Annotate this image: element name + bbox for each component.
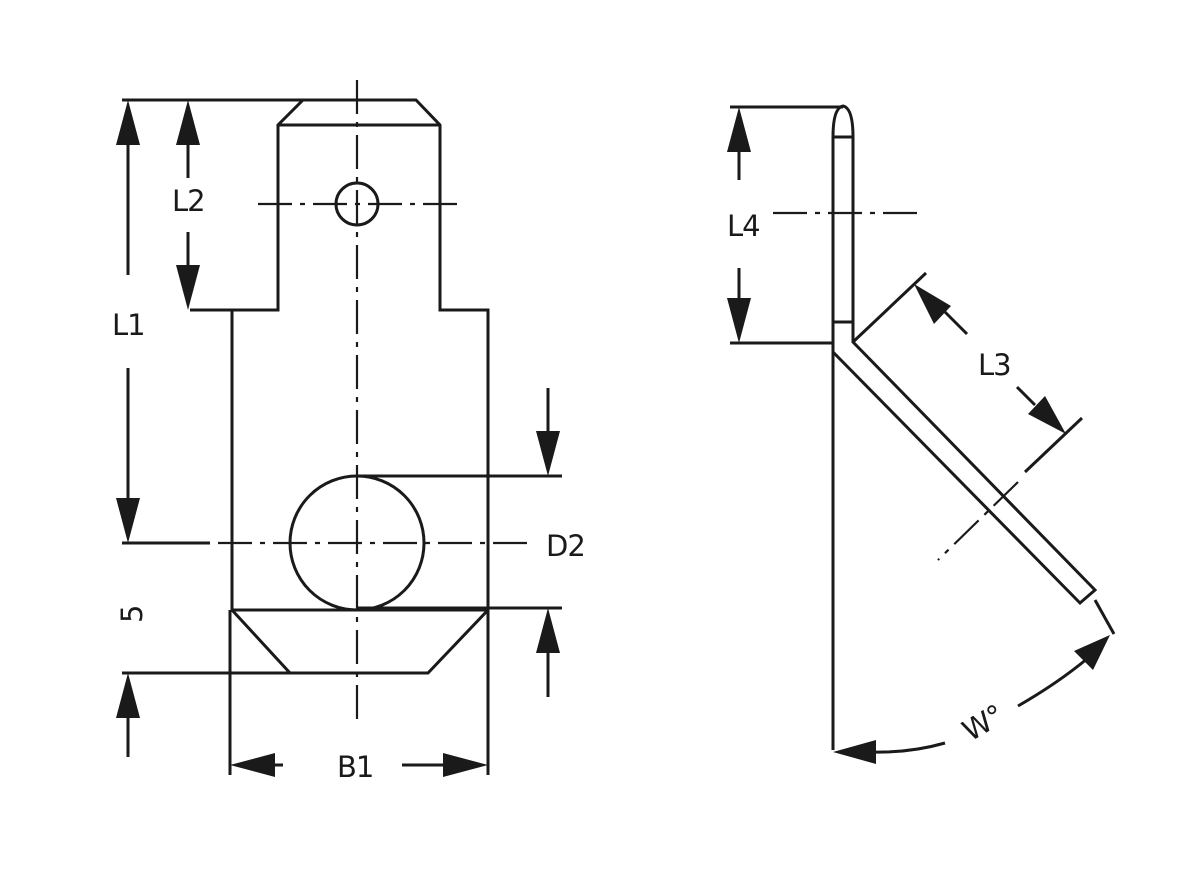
- l3-end-extension-line: [1023, 416, 1084, 474]
- w-extension-line: [1093, 599, 1116, 635]
- l2-bottom-arrow: [176, 265, 200, 310]
- w-right-arrow: [1074, 635, 1110, 670]
- w-left-arrow: [833, 740, 876, 764]
- b1-left-arrow: [230, 753, 275, 777]
- l3-start-extension-line: [851, 271, 928, 344]
- d2-bottom-arrow: [536, 608, 560, 653]
- l3-centerline: [937, 481, 1019, 561]
- l2-top-arrow: [176, 100, 200, 145]
- side-view: L4 L3 W°: [727, 104, 1116, 764]
- five-dimension: [116, 673, 140, 757]
- label-five: 5: [115, 606, 149, 623]
- w-angle-dimension: [833, 635, 1110, 764]
- d2-dimension: [536, 388, 560, 697]
- tab-outline: [230, 98, 490, 675]
- label-b1: B1: [337, 750, 373, 784]
- label-l3: L3: [978, 348, 1011, 382]
- l3-bottom-arrow: [1028, 396, 1066, 434]
- l4-bottom-arrow: [727, 298, 751, 343]
- five-arrow: [116, 673, 140, 718]
- l4-top-arrow: [727, 107, 751, 152]
- l4-dimension: [727, 107, 751, 343]
- l3-top-arrow: [914, 284, 951, 324]
- front-view: L2 L1 D2 B1 5: [112, 80, 586, 784]
- label-w: W°: [957, 698, 1010, 748]
- label-l2: L2: [172, 184, 205, 218]
- l1-top-arrow: [116, 100, 140, 145]
- b1-right-arrow: [443, 753, 488, 777]
- l3-dimension: [914, 284, 1066, 434]
- l1-dimension: [116, 100, 140, 543]
- label-l4: L4: [727, 209, 760, 243]
- d2-top-arrow: [536, 431, 560, 476]
- b1-dimension: [230, 753, 488, 777]
- l2-dimension: [176, 100, 200, 310]
- l1-bottom-arrow: [116, 498, 140, 543]
- label-l1: L1: [112, 308, 145, 342]
- label-d2: D2: [546, 529, 585, 563]
